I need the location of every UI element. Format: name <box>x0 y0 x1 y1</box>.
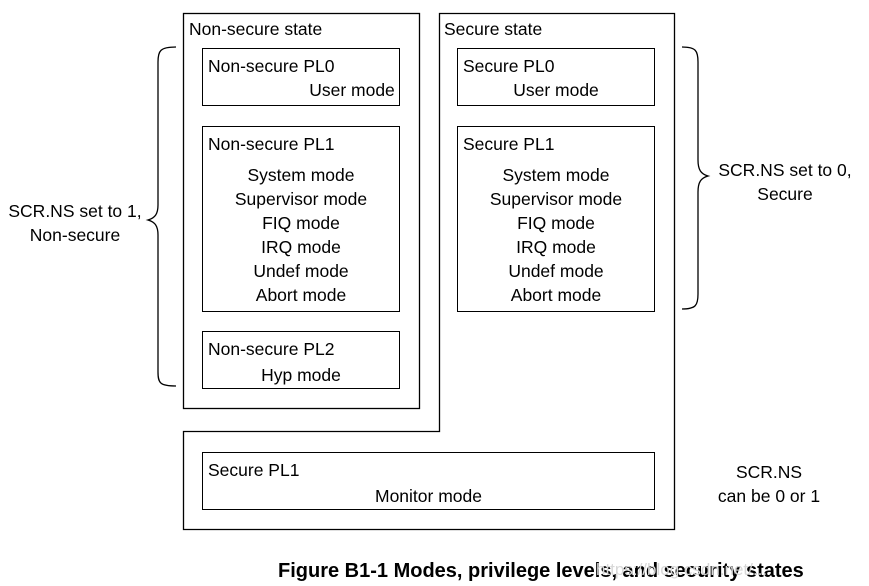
nonsecure-state-title: Non-secure state <box>189 19 323 39</box>
nonsecure-pl2-mode: Hyp mode <box>261 365 341 385</box>
nonsecure-annotation: SCR.NS set to 1, Non-secure <box>0 199 150 247</box>
mode-item: IRQ mode <box>516 237 596 257</box>
nonsecure-state-box <box>182 12 421 410</box>
nonsecure-pl1-mode-list: System mode Supervisor mode FIQ mode IRQ… <box>203 163 399 307</box>
watermark: https://blog.csdn.net/... <box>596 560 768 579</box>
annotation-line: SCR.NS <box>735 462 803 482</box>
mode-item: Supervisor mode <box>489 189 623 209</box>
monitor-mode: Monitor mode <box>375 486 482 506</box>
secure-pl1-mode-list: System mode Supervisor mode FIQ mode IRQ… <box>458 163 654 307</box>
monitor-box: Secure PL1 Monitor mode <box>202 452 655 510</box>
nonsecure-pl1-title: Non-secure PL1 <box>208 134 335 154</box>
monitor-title: Secure PL1 <box>208 460 300 480</box>
monitor-annotation: SCR.NS can be 0 or 1 <box>700 460 838 508</box>
mode-item: System mode <box>502 165 610 185</box>
secure-pl0-mode: User mode <box>513 80 599 100</box>
mode-item: IRQ mode <box>261 237 341 257</box>
mode-item: Undef mode <box>508 261 604 281</box>
secure-state-title: Secure state <box>444 19 543 39</box>
mode-item: System mode <box>247 165 355 185</box>
nonsecure-pl0-mode: User mode <box>309 80 395 100</box>
mode-item: FIQ mode <box>262 213 340 233</box>
nonsecure-pl2-title: Non-secure PL2 <box>208 339 335 359</box>
secure-pl0-box: Secure PL0 User mode <box>457 48 655 106</box>
annotation-line: SCR.NS set to 1, <box>8 201 142 221</box>
secure-annotation: SCR.NS set to 0, Secure <box>712 158 858 206</box>
mode-item: FIQ mode <box>517 213 595 233</box>
secure-pl1-title: Secure PL1 <box>463 134 555 154</box>
secure-state-outline <box>182 12 676 531</box>
nonsecure-pl0-title: Non-secure PL0 <box>208 56 335 76</box>
secure-pl1-box: Secure PL1 System mode Supervisor mode F… <box>457 126 655 312</box>
mode-item: Abort mode <box>510 285 602 305</box>
annotation-line: can be 0 or 1 <box>717 486 821 506</box>
left-brace <box>145 46 177 387</box>
annotation-line: SCR.NS set to 0, <box>718 160 852 180</box>
mode-item: Supervisor mode <box>234 189 368 209</box>
nonsecure-pl2-box: Non-secure PL2 Hyp mode <box>202 331 400 389</box>
annotation-line: Non-secure <box>29 225 121 245</box>
mode-item: Abort mode <box>255 285 347 305</box>
figure-caption: Figure B1-1 Modes, privilege levels, and… <box>278 560 804 582</box>
nonsecure-pl1-box: Non-secure PL1 System mode Supervisor mo… <box>202 126 400 312</box>
right-brace <box>681 46 711 310</box>
mode-item: Undef mode <box>253 261 349 281</box>
secure-pl0-title: Secure PL0 <box>463 56 555 76</box>
annotation-line: Secure <box>757 184 813 204</box>
nonsecure-pl0-box: Non-secure PL0 User mode <box>202 48 400 106</box>
